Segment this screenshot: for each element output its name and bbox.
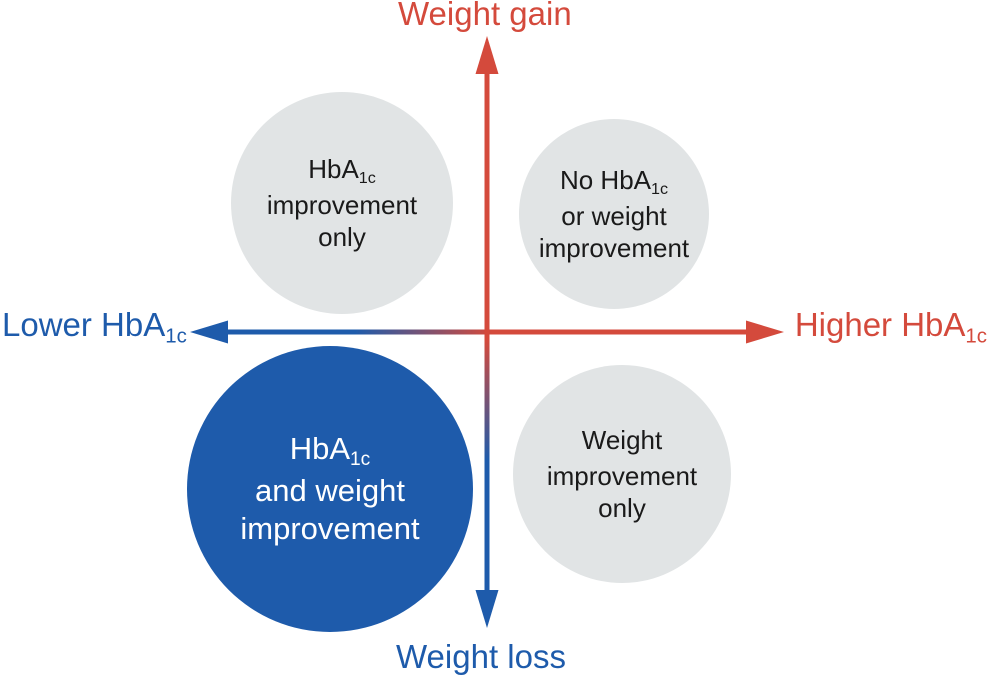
circle-hba1c-improvement-only: HbA1c improvement only xyxy=(231,92,453,314)
circle-label-line3: only xyxy=(318,222,366,253)
circle-label-line1: No HbA1c xyxy=(559,164,669,198)
circle-label-line3: improvement xyxy=(538,233,690,264)
axis-label-higher-hba1c-text: Higher HbA xyxy=(794,306,966,343)
up-arrowhead-icon xyxy=(475,36,499,74)
axis-label-weight-loss: Weight loss xyxy=(396,638,566,675)
axis-label-weight-gain: Weight gain xyxy=(398,0,572,32)
circle-label: HbA1c and weight improvement xyxy=(240,430,419,549)
axis-label-lower-hba1c-text: Lower HbA xyxy=(2,306,166,343)
circle-label: HbA1c improvement only xyxy=(267,153,417,254)
axis-label-higher-hba1c: Higher HbA1c xyxy=(794,306,987,348)
circle-label-line2: improvement xyxy=(266,189,418,220)
circle-hba1c-and-weight-improvement: HbA1c and weight improvement xyxy=(187,346,473,632)
circle-label-line2: or weight xyxy=(561,200,667,231)
circle-label-line1: Weight xyxy=(581,424,663,455)
circle-label: No HbA1c or weight improvement xyxy=(539,164,689,265)
left-arrowhead-icon xyxy=(190,320,228,344)
circle-label-line3: only xyxy=(598,493,646,524)
circle-label-line2: and weight xyxy=(255,472,405,508)
down-arrowhead-icon xyxy=(475,590,499,628)
axis-label-lower-hba1c-subscript: 1c xyxy=(165,324,187,348)
circle-no-hba1c-or-weight-improvement: No HbA1c or weight improvement xyxy=(519,119,709,309)
axis-label-higher-hba1c-subscript: 1c xyxy=(965,324,987,348)
circle-weight-improvement-only: Weight improvement only xyxy=(513,365,731,583)
circle-label-line1: HbA1c xyxy=(289,430,371,470)
circle-label-line2: improvement xyxy=(546,460,698,491)
circle-label-line1: HbA1c xyxy=(308,153,376,187)
axis-label-lower-hba1c: Lower HbA1c xyxy=(2,306,187,348)
right-arrowhead-icon xyxy=(746,320,784,344)
circle-label: Weight improvement only xyxy=(547,424,697,525)
circle-label-line3: improvement xyxy=(240,510,420,546)
